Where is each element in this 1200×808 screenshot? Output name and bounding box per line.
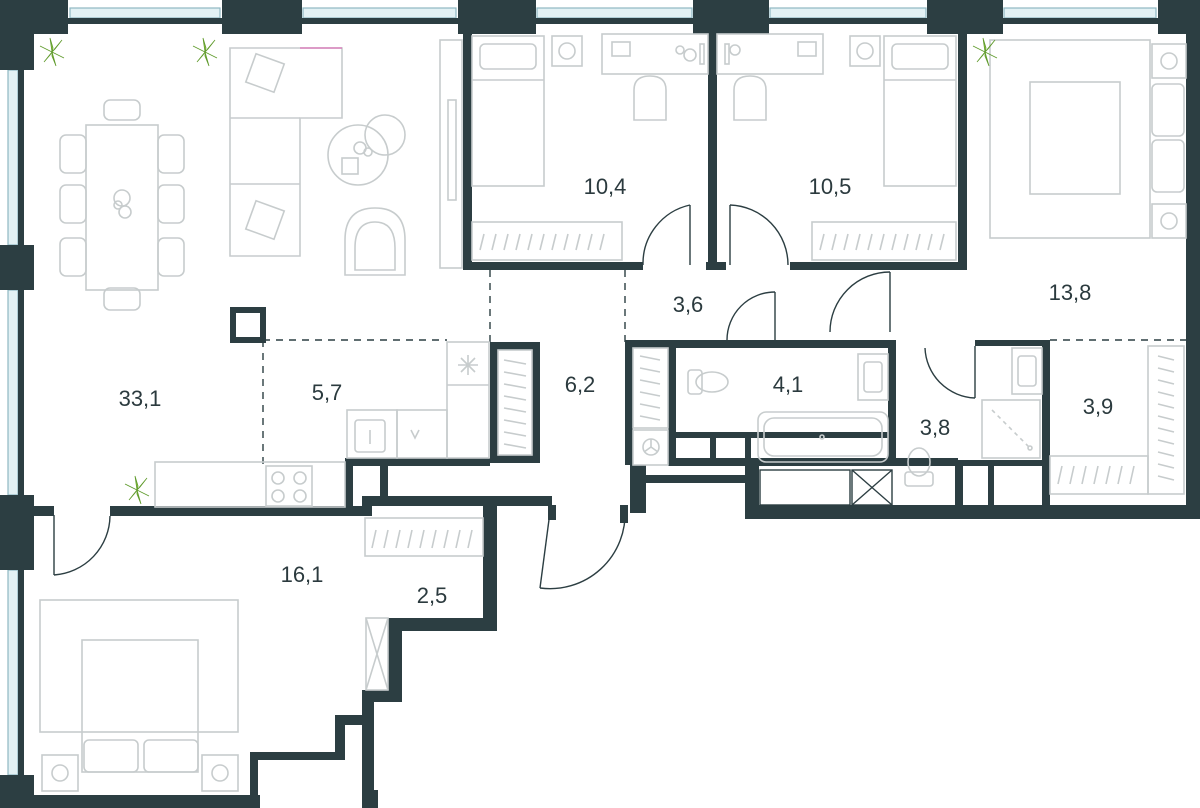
chair-icon <box>633 75 667 121</box>
sofa-icon <box>229 47 343 257</box>
wardrobe-icon <box>471 221 623 261</box>
door-icon <box>539 509 626 590</box>
sink-icon <box>354 419 420 453</box>
wardrobe-icon <box>811 221 957 261</box>
stove-icon <box>265 465 313 507</box>
bed-icon <box>471 35 545 187</box>
sink-icon <box>857 353 889 401</box>
coffee-table-icon <box>327 114 406 186</box>
toilet-icon <box>687 369 729 395</box>
fridge-icon <box>458 355 478 375</box>
bed-icon <box>883 35 957 187</box>
room-area-hall-upper: 3,6 <box>673 292 704 317</box>
bed-icon <box>39 599 239 773</box>
room-area-kitchen: 5,7 <box>312 380 343 405</box>
door-icon <box>829 271 891 333</box>
chair-icon <box>733 75 767 121</box>
door-icon <box>53 515 111 576</box>
column <box>230 307 266 343</box>
tv-console-icon <box>439 39 463 269</box>
wardrobe-icon <box>364 517 484 691</box>
room-labels: 33,1 5,7 10,4 10,5 3,6 6,2 4,1 13,8 3,8 … <box>119 174 1114 608</box>
shower-icon <box>981 399 1041 459</box>
door-icon <box>642 204 691 266</box>
wardrobe-icon <box>497 349 533 456</box>
bed-icon <box>989 39 1185 239</box>
room-area-living: 33,1 <box>119 386 162 411</box>
dining-table-icon <box>59 99 185 311</box>
chair-icon <box>344 207 406 276</box>
room-area-master-bedroom: 13,8 <box>1049 280 1092 305</box>
plant-icon <box>972 37 998 67</box>
doors <box>53 204 976 590</box>
kitchen-counter <box>154 341 490 508</box>
plant-icon <box>192 37 218 67</box>
nightstand-icon <box>551 35 583 67</box>
door-icon <box>924 346 976 399</box>
nightstand-icon <box>849 35 881 67</box>
nightstand-icon <box>41 754 239 792</box>
door-icon <box>729 204 789 266</box>
plant-icon <box>39 37 65 67</box>
plant-icon <box>124 475 150 505</box>
sink-icon <box>1011 347 1043 395</box>
door-icon <box>726 291 776 342</box>
wardrobe-icon <box>1049 345 1185 495</box>
room-area-bathroom: 4,1 <box>773 372 804 397</box>
room-area-corridor: 6,2 <box>565 372 596 397</box>
desk-icon <box>716 33 824 75</box>
bathtub-icon <box>757 411 889 463</box>
desk-icon <box>601 33 709 75</box>
room-area-wardrobe-small: 2,5 <box>417 583 448 608</box>
toilet-icon <box>904 447 934 487</box>
room-area-bedroom-2: 10,5 <box>809 174 852 199</box>
wardrobe-icon <box>632 347 669 466</box>
room-area-shower-room: 3,8 <box>920 415 951 440</box>
room-area-bedroom-3: 16,1 <box>281 562 324 587</box>
nightstand-icon <box>1151 43 1187 239</box>
room-dividers <box>262 270 1186 470</box>
room-area-wardrobe-master: 3,9 <box>1083 394 1114 419</box>
room-area-bedroom-1: 10,4 <box>584 174 627 199</box>
